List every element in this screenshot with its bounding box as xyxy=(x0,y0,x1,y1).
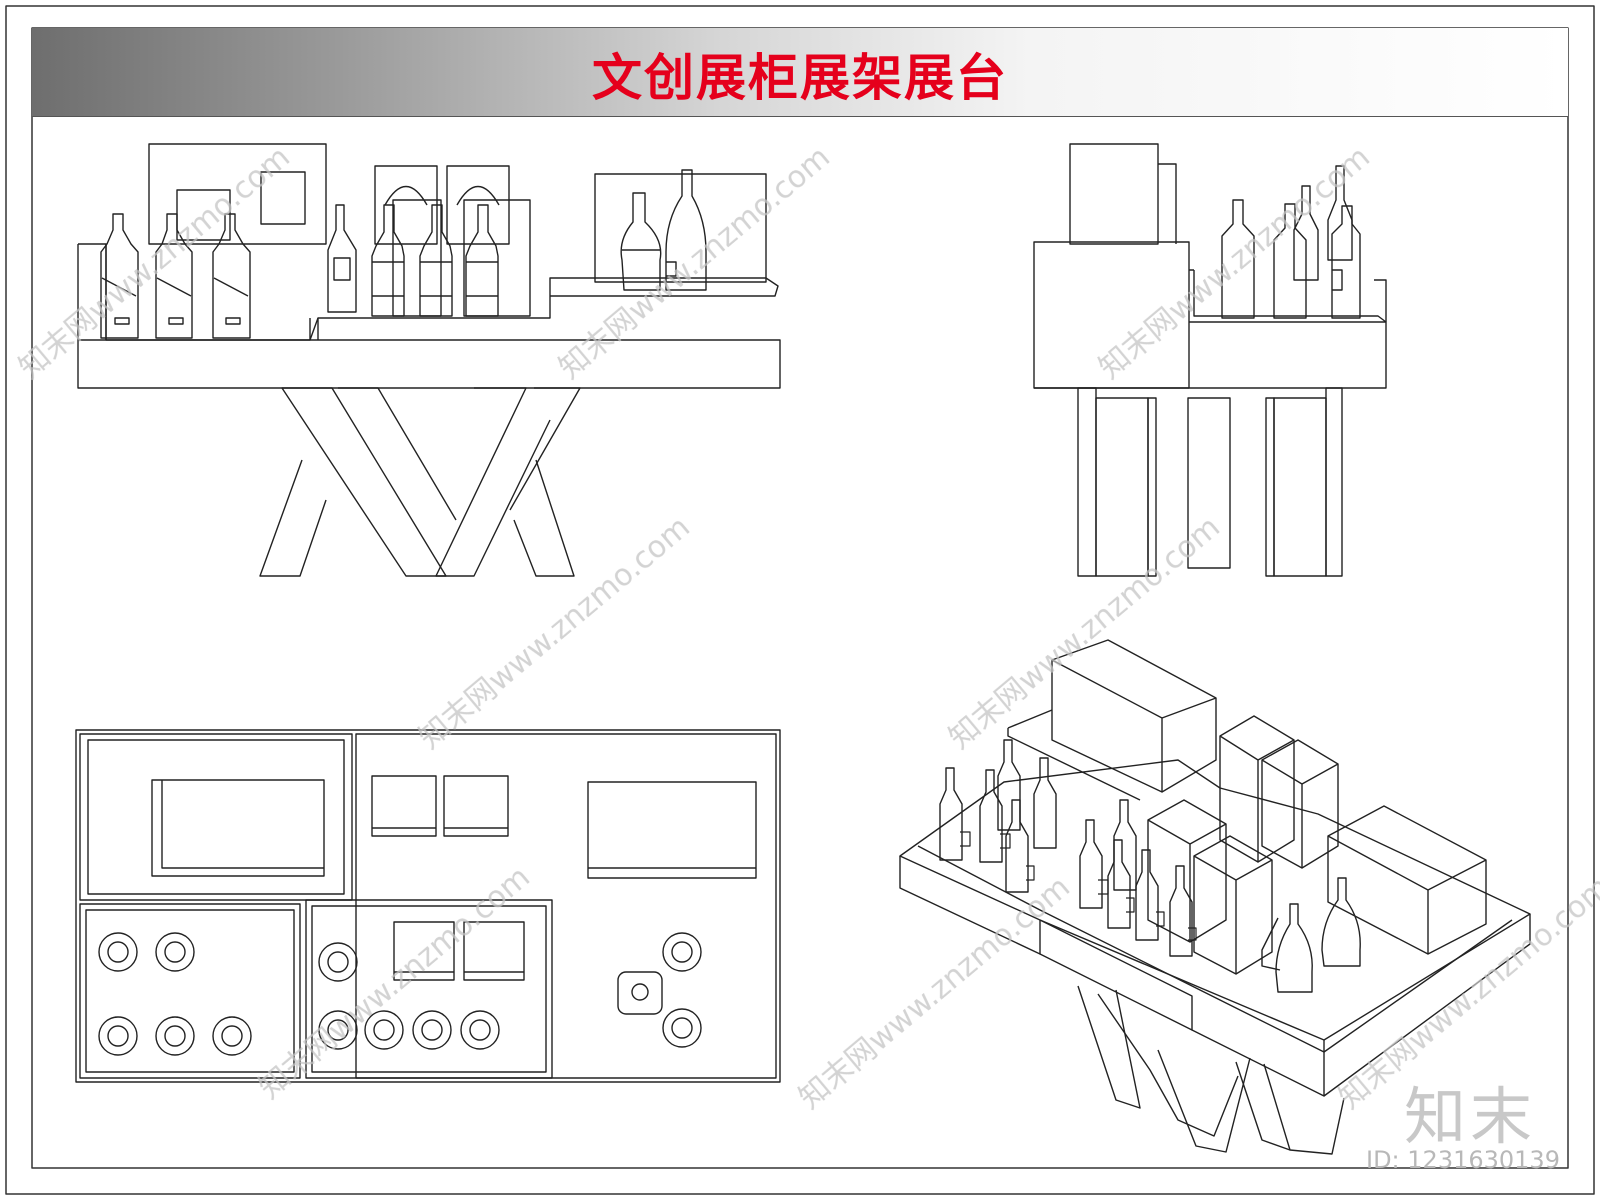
title-bar: 文创展柜展架展台 xyxy=(32,28,1568,117)
bottle-icon xyxy=(1293,185,1319,281)
isometric-view xyxy=(899,639,1531,1155)
bottle-icon xyxy=(155,213,193,339)
drawing-title: 文创展柜展架展台 xyxy=(592,49,1008,107)
bottle-icon xyxy=(1221,199,1255,319)
bottle-icon xyxy=(100,213,139,339)
svg-text:知末网www.znzmo.com: 知末网www.znzmo.com xyxy=(793,870,1077,1116)
bottle-icon xyxy=(371,204,405,317)
svg-text:知末网www.znzmo.com: 知末网www.znzmo.com xyxy=(253,860,537,1106)
brand-logo-text: 知末 xyxy=(1404,1080,1537,1153)
bottle-icon xyxy=(620,192,662,291)
bottle-icon xyxy=(1331,205,1361,319)
bottle-icon xyxy=(327,204,357,313)
bottle-icon xyxy=(212,213,251,339)
bottle-icon xyxy=(419,204,453,317)
svg-text:知末网www.znzmo.com: 知末网www.znzmo.com xyxy=(943,510,1227,756)
bottle-icon xyxy=(1273,203,1307,319)
plan-view xyxy=(75,729,781,1083)
side-elevation-view xyxy=(1033,143,1387,577)
image-id-label: ID: 1231630139 xyxy=(1366,1146,1560,1174)
svg-text:知末网www.znzmo.com: 知末网www.znzmo.com xyxy=(1093,140,1377,386)
outer-border xyxy=(5,5,1595,1195)
circle-knob-icon xyxy=(98,932,702,1056)
bottle-icon xyxy=(939,739,1361,993)
watermark-layer: 知末网www.znzmo.com 知末网www.znzmo.com 知末网www… xyxy=(13,140,1600,1116)
bottle-icon xyxy=(465,204,499,317)
svg-text:知末网www.znzmo.com: 知末网www.znzmo.com xyxy=(13,140,297,386)
bottle-icon xyxy=(1327,165,1353,261)
front-elevation-view xyxy=(77,143,781,577)
svg-text:知末网www.znzmo.com: 知末网www.znzmo.com xyxy=(413,510,697,756)
bottle-icon xyxy=(665,169,707,291)
